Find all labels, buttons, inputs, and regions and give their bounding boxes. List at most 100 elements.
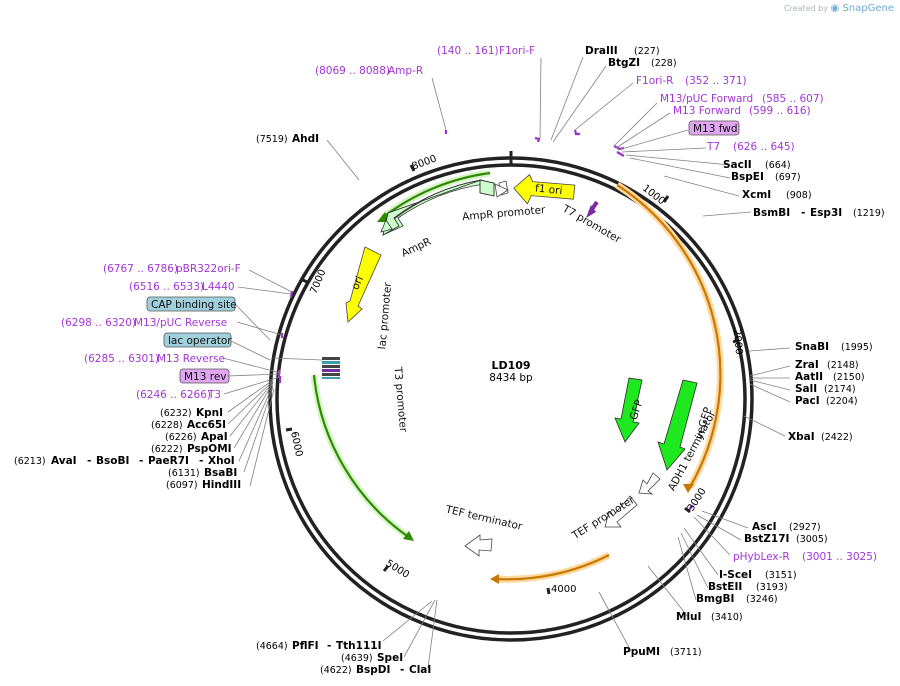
snapgene-watermark: Created by ◉ SnapGene bbox=[783, 3, 894, 14]
enzyme-apai-pos: (6226) bbox=[165, 432, 197, 443]
lac-operator-label: lac operator bbox=[168, 335, 232, 347]
tick-label-5000: 5000 bbox=[384, 558, 411, 581]
enzyme-bspdi-pos: (4622) bbox=[320, 665, 352, 676]
enzyme-tth111i: Tth111I bbox=[336, 640, 381, 652]
enzyme-bspei-pos: (697) bbox=[775, 172, 801, 183]
adh1-terminator-arrow bbox=[638, 472, 661, 495]
leader-lines bbox=[222, 56, 791, 669]
cap-binding-site-box bbox=[146, 296, 236, 312]
enzyme-bmgbi: BmgBI bbox=[696, 593, 734, 605]
primer-f1ori-f: F1ori-F bbox=[499, 45, 535, 57]
primer-m13-forward: M13 Forward bbox=[673, 105, 741, 117]
primer-f1ori-r-range: (352 .. 371) bbox=[685, 75, 747, 87]
enzyme-ppumi: PpuMI bbox=[623, 646, 660, 658]
ampr-promoter-head bbox=[494, 183, 509, 198]
enzyme-pspomi-pos: (6222) bbox=[151, 444, 183, 455]
primer-amp-r-range: (8069 .. 8088) bbox=[315, 65, 390, 77]
enzyme-xbai: XbaI bbox=[788, 431, 815, 443]
enzyme-btgzi-pos: (228) bbox=[651, 58, 677, 69]
enzyme-ahdi: AhdI bbox=[292, 133, 319, 145]
enzyme-acc65i: Acc65I bbox=[187, 419, 226, 431]
ampr-body bbox=[382, 179, 482, 236]
primer-l4440: L4440 bbox=[202, 281, 235, 293]
enzyme-apai: ApaI bbox=[201, 431, 228, 443]
enzyme-pflfi: PflFI bbox=[292, 640, 319, 652]
enzyme-asci-pos: (2927) bbox=[789, 522, 821, 533]
plasmid-name: LD109 bbox=[491, 359, 530, 372]
t3-promoter-label: T3 promoter bbox=[391, 366, 409, 434]
enzyme-zrai-pos: (2148) bbox=[827, 360, 859, 371]
enzyme-paci: PacI bbox=[795, 395, 820, 407]
tef-promoter-label: TEF promoter bbox=[569, 494, 637, 543]
primer-m13-puc-forward-range: (585 .. 607) bbox=[762, 93, 824, 105]
primer-m13-reverse: M13 Reverse bbox=[157, 353, 225, 365]
orange-arc-2-head bbox=[490, 574, 499, 584]
m13-rev-box bbox=[179, 368, 230, 384]
enzyme-ppumi-pos: (3711) bbox=[670, 647, 702, 658]
yegfp-arrow bbox=[657, 379, 698, 471]
primer-amp-r: Amp-R bbox=[388, 65, 423, 77]
green-arc-1 bbox=[381, 171, 491, 219]
f1-ori-label: f1 ori bbox=[534, 182, 562, 197]
m13-rev-label: M13 rev bbox=[184, 371, 227, 383]
ampr-tail bbox=[479, 179, 495, 197]
enzyme-sep-3: - bbox=[400, 664, 404, 676]
enzyme-mlui-pos: (3410) bbox=[711, 612, 743, 623]
enzyme-bsmbi: BsmBI bbox=[753, 207, 790, 219]
enzyme-draiii: DraIII bbox=[585, 45, 618, 57]
enzyme-spei: SpeI bbox=[377, 652, 403, 664]
enzyme-bstz17i-pos: (3005) bbox=[796, 534, 828, 545]
primer-m13-puc-reverse: M13/pUC Reverse bbox=[134, 317, 227, 329]
primer-pbr322ori-f-range: (6767 .. 6786) bbox=[103, 263, 178, 275]
enzyme-asci: AscI bbox=[752, 521, 777, 533]
green-arc-2 bbox=[312, 374, 411, 539]
enzyme-bsteii: BstEII bbox=[708, 581, 742, 593]
enzyme-sep-6: - bbox=[199, 455, 203, 467]
enzyme-btgzi: BtgZI bbox=[608, 57, 640, 69]
enzyme-sacii-pos: (664) bbox=[765, 160, 791, 171]
enzyme-sep-1: - bbox=[801, 207, 805, 219]
tick-marks bbox=[285, 164, 740, 595]
enzyme-bmgbi-pos: (3246) bbox=[746, 594, 778, 605]
enzyme-ahdi-pos: (7519) bbox=[256, 134, 288, 145]
enzyme-acc65i-pos: (6228) bbox=[151, 420, 183, 431]
tef-terminator-label: TEF terminator bbox=[443, 503, 524, 533]
enzyme-pflfi-pos: (4664) bbox=[256, 641, 288, 652]
primer-pbr322ori-f: pBR322ori-F bbox=[176, 263, 241, 275]
cap-binding-site-label: CAP binding site bbox=[151, 299, 237, 311]
primer-m13-forward-range: (599 .. 616) bbox=[749, 105, 811, 117]
enzyme-sali: SalI bbox=[795, 383, 817, 395]
enzyme-bsobi: BsoBI bbox=[96, 455, 129, 467]
enzyme-pspomi: PspOMI bbox=[187, 443, 232, 455]
enzyme-bstz17i: BstZ17I bbox=[744, 533, 789, 545]
primer-phyblex-r-range: (3001 .. 3025) bbox=[802, 551, 877, 563]
tef-promoter-arrow bbox=[604, 495, 638, 528]
ori-arrow bbox=[345, 246, 382, 323]
enzyme-kpni: KpnI bbox=[196, 407, 223, 419]
m13-fwd-box bbox=[688, 120, 740, 136]
orange-arc-1 bbox=[616, 184, 722, 488]
primer-t3-range: (6246 .. 6266) bbox=[136, 389, 211, 401]
m13-fwd-label: M13 fwd bbox=[693, 123, 738, 135]
enzyme-esp3i: Esp3I bbox=[810, 207, 842, 219]
enzyme-i-scei-pos: (3151) bbox=[765, 570, 797, 581]
enzyme-hindiii-pos: (6097) bbox=[166, 480, 198, 491]
enzyme-avai: AvaI bbox=[51, 455, 77, 467]
primer-phyblex-r: pHybLex-R bbox=[733, 551, 790, 563]
enzyme-sep-2: - bbox=[327, 640, 331, 652]
enzyme-bspdi: BspDI bbox=[356, 664, 390, 676]
enzyme-snabi: SnaBI bbox=[795, 341, 829, 353]
enzyme-bsabi: BsaBI bbox=[204, 467, 237, 479]
enzyme-bsabi-pos: (6131) bbox=[168, 468, 200, 479]
ampr-promoter-label: AmpR promoter bbox=[462, 204, 547, 223]
orange-arc-1-head bbox=[683, 484, 694, 493]
primer-m13-reverse-range: (6285 .. 6301) bbox=[84, 353, 159, 365]
enzyme-hindiii: HindIII bbox=[202, 479, 241, 491]
primer-m13-puc-reverse-range: (6298 .. 6320) bbox=[61, 317, 136, 329]
enzyme-avai-pos: (6213) bbox=[14, 456, 46, 467]
orange-arc-2 bbox=[494, 554, 610, 581]
enzyme-spei-pos: (4639) bbox=[341, 653, 373, 664]
enzyme-xcmi-pos: (908) bbox=[786, 190, 812, 201]
enzyme-kpni-pos: (6232) bbox=[160, 408, 192, 419]
